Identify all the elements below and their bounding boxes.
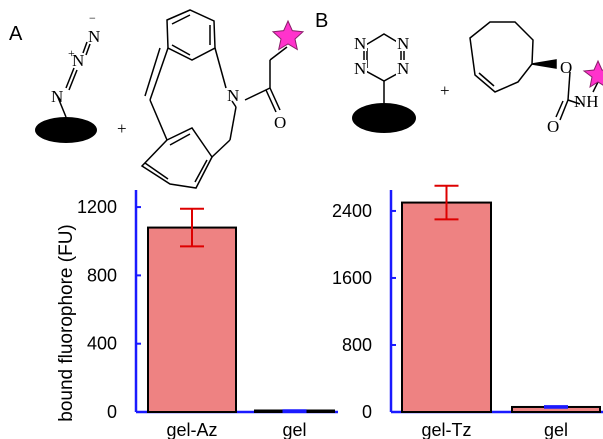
tetrazine-bead-molecule: N N N N — [352, 33, 416, 133]
dbco-molecule — [140, 9, 288, 189]
y-tick-label-2: 800 — [87, 265, 117, 285]
category-label-gel-Tz: gel-Tz — [421, 420, 471, 439]
bead-ellipse-b — [352, 103, 416, 133]
tco-nh: NH — [574, 92, 599, 111]
y-tick-label-3: 2400 — [332, 201, 372, 221]
category-label-gel: gel — [544, 420, 568, 439]
y-tick-label-1: 400 — [87, 334, 117, 354]
azide-n-low: N — [51, 87, 63, 106]
y-axis-label: bound fluorophore (FU) — [56, 224, 77, 422]
tetrazine-n2: N — [397, 34, 409, 53]
y-tick-label-3: 1200 — [77, 197, 117, 217]
azide-n-top: N — [88, 27, 100, 46]
dbco-o-atom: O — [274, 113, 286, 132]
bead-ellipse-a — [35, 117, 97, 143]
y-tick-label-1: 800 — [342, 335, 372, 355]
plus-sign-b: + — [440, 81, 450, 100]
azide-plus: + — [68, 46, 75, 60]
panel-letter-a: A — [9, 23, 23, 45]
tetrazine-n1: N — [354, 34, 366, 53]
bar-gel-Az — [147, 226, 237, 413]
plus-sign-a: + — [117, 119, 127, 138]
chart-b: 0 800 1600 2400 gel-Tz gel — [332, 184, 603, 439]
fluorophore-star-b — [582, 59, 603, 89]
dbco-n-atom: N — [227, 86, 239, 105]
chart-a: 0 400 800 1200 gel-Az gel — [77, 190, 338, 439]
tco-o-ether: O — [560, 58, 572, 77]
y-tick-label-0: 0 — [362, 402, 372, 422]
tetrazine-n4: N — [397, 59, 409, 78]
panel-letter-b: B — [315, 10, 328, 32]
y-tick-label-0: 0 — [107, 402, 117, 422]
bar-gel-Tz — [401, 201, 492, 413]
azide-bead-molecule: N N + N − — [35, 11, 100, 143]
fluorophore-star-a — [271, 19, 305, 51]
azide-n-mid: N — [72, 51, 84, 70]
category-label-gel: gel — [282, 420, 306, 439]
azide-minus: − — [89, 11, 96, 25]
y-tick-label-2: 1600 — [332, 268, 372, 288]
tetrazine-n3: N — [354, 59, 366, 78]
tco-o-carbonyl: O — [547, 117, 559, 136]
category-label-gel-Az: gel-Az — [166, 420, 217, 439]
